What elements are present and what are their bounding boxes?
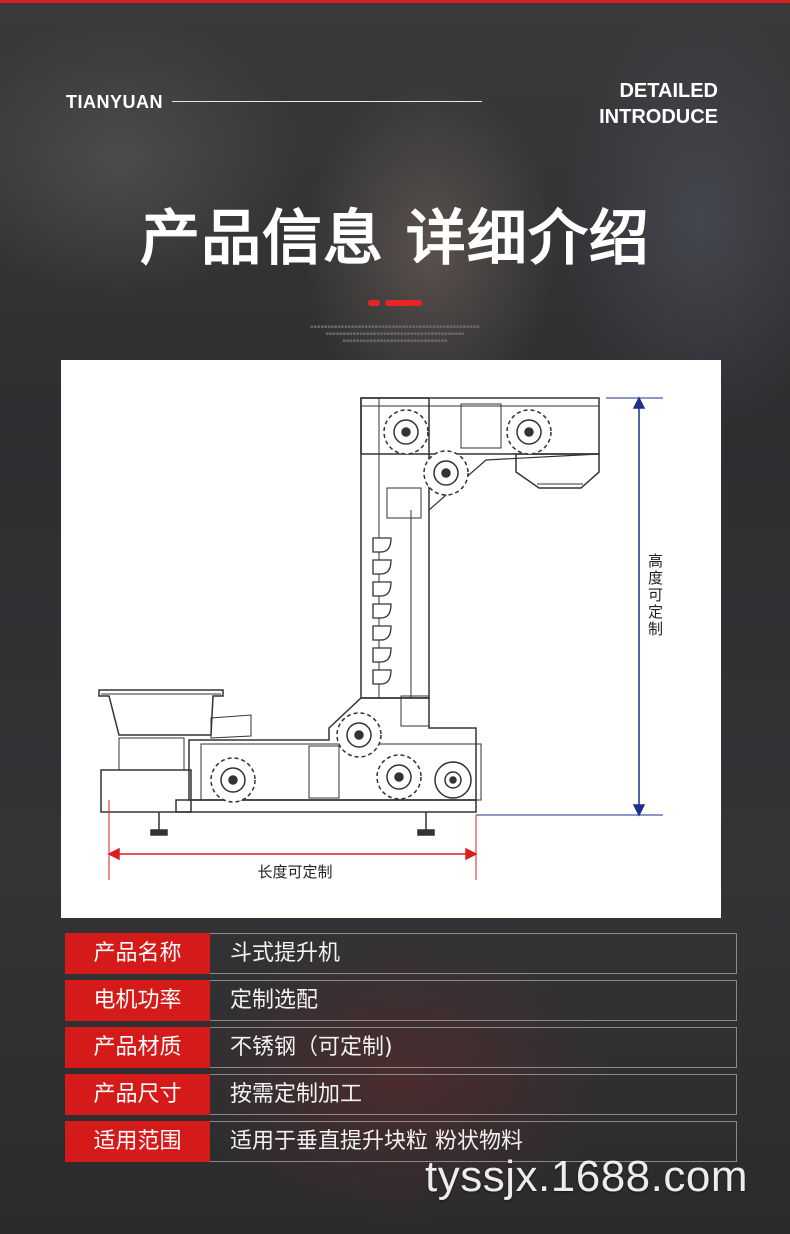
sprocket-boot-left	[210, 757, 256, 803]
sprocket-head-left	[383, 409, 429, 455]
spec-value: 适用于垂直提升块粒 粉状物料	[210, 1121, 737, 1162]
spec-value: 定制选配	[210, 980, 737, 1021]
elevator-drawing: 高度可定制 长度可定制	[98, 396, 664, 881]
brand-divider	[172, 101, 482, 102]
height-label: 高度可定制	[646, 553, 664, 638]
motor-pulley	[434, 761, 472, 799]
sprocket-boot-upper	[336, 712, 382, 758]
spec-label: 产品尺寸	[65, 1074, 210, 1115]
bucket-elevator-diagram: 高度可定制 长度可定制	[61, 360, 721, 918]
spec-row-motor: 电机功率 定制选配	[65, 980, 737, 1021]
elevator-head	[360, 397, 600, 455]
title-accent-dash	[385, 300, 422, 306]
spec-label: 产品名称	[65, 933, 210, 974]
intro-line-1: DETAILED	[619, 80, 718, 102]
base-frame	[175, 799, 477, 813]
detailed-introduce-heading: DETAILED INTRODUCE	[599, 78, 718, 130]
intro-line-2: INTRODUCE	[599, 106, 718, 128]
spec-row-size: 产品尺寸 按需定制加工	[65, 1074, 737, 1115]
length-label: 长度可定制	[257, 863, 332, 881]
spec-row-material: 产品材质 不锈钢（可定制)	[65, 1027, 737, 1068]
store-watermark: tyssjx.1688.com	[425, 1152, 748, 1201]
spec-label: 适用范围	[65, 1121, 210, 1162]
spec-row-scope: 适用范围 适用于垂直提升块粒 粉状物料	[65, 1121, 737, 1162]
sprocket-upper-mid	[423, 450, 469, 496]
top-accent-bar	[0, 0, 790, 3]
title-accent-dot	[368, 300, 380, 306]
decorative-fine-text: ▪▪▪▪▪▪▪▪▪▪▪▪▪▪▪▪▪▪▪▪▪▪▪▪▪▪▪▪▪▪▪▪▪▪▪▪▪▪▪▪…	[310, 324, 480, 344]
spec-value: 不锈钢（可定制)	[210, 1027, 737, 1068]
sprocket-head-right	[506, 409, 552, 455]
height-dimension	[476, 396, 663, 817]
buckets	[372, 537, 392, 685]
brand-name: TIANYUAN	[66, 92, 163, 112]
elevator-boot	[188, 697, 477, 801]
sprocket-boot-right	[376, 754, 422, 800]
spec-label: 电机功率	[65, 980, 210, 1021]
page-title: 产品信息 详细介绍	[140, 204, 650, 274]
spec-label: 产品材质	[65, 1027, 210, 1068]
spec-value: 斗式提升机	[210, 933, 737, 974]
spec-value: 按需定制加工	[210, 1074, 737, 1115]
feed-hopper	[98, 689, 224, 736]
spec-table: 产品名称 斗式提升机 电机功率 定制选配 产品材质 不锈钢（可定制) 产品尺寸 …	[65, 933, 737, 1168]
feeder-base	[100, 769, 192, 813]
discharge-hopper	[515, 453, 600, 489]
spec-row-name: 产品名称 斗式提升机	[65, 933, 737, 974]
length-dimension	[107, 800, 478, 880]
